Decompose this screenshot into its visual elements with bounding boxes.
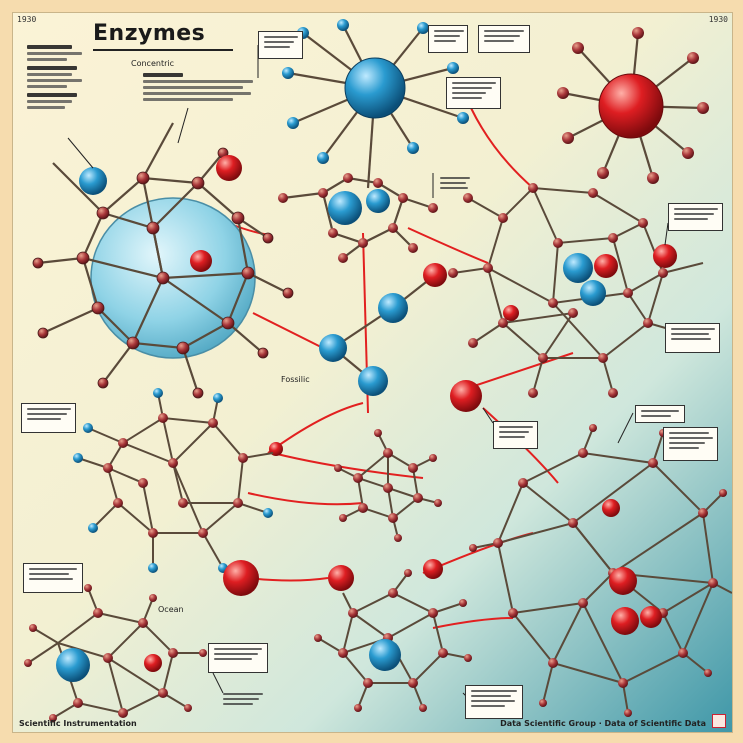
red-atom	[609, 567, 637, 595]
text-block-description	[143, 73, 253, 104]
red-atom	[190, 250, 212, 272]
red-atom	[216, 155, 242, 181]
callout-box	[258, 31, 303, 59]
blue-atom	[328, 191, 362, 225]
red-atom	[144, 654, 162, 672]
callout-text	[435, 173, 475, 199]
cluster-top-center	[278, 19, 469, 263]
callout-box	[663, 427, 718, 461]
central-chain	[269, 263, 482, 456]
text-block-intro	[27, 45, 82, 112]
blue-atom	[378, 293, 408, 323]
red-atom	[611, 607, 639, 635]
corner-label-left: 1930	[17, 15, 37, 24]
label-ocean: Ocean	[158, 605, 184, 614]
blue-hub-atom	[344, 57, 406, 119]
blue-atom	[319, 334, 347, 362]
label-fossilic: Fossilic	[281, 375, 310, 384]
blue-atom	[563, 253, 593, 283]
red-atom	[640, 606, 662, 628]
blue-atom	[366, 189, 390, 213]
link-line	[432, 617, 514, 629]
red-atom	[602, 499, 620, 517]
cluster-right-middle	[448, 183, 704, 398]
blue-atom	[56, 648, 90, 682]
red-atom	[423, 263, 447, 287]
stamp-icon	[712, 714, 726, 728]
cluster-bottom-left	[24, 584, 207, 722]
red-atom	[328, 565, 354, 591]
footer-right: Data Scientific Group · Data of Scientif…	[500, 719, 706, 728]
link-line	[470, 107, 534, 189]
cluster-left-middle	[73, 388, 274, 573]
callout-box	[478, 25, 530, 53]
cluster-bottom-right	[469, 424, 732, 717]
callout-box	[428, 25, 468, 53]
callout-box	[493, 421, 538, 449]
cluster-bottom-middle	[223, 559, 472, 712]
cluster-top-right	[557, 27, 709, 184]
callout-box	[668, 203, 723, 231]
link-line	[407, 227, 489, 264]
link-line	[247, 492, 364, 506]
link-line	[267, 402, 364, 454]
blue-atom	[79, 167, 107, 195]
link-line	[252, 312, 324, 349]
enzymes-poster: Enzymes 1930 1930 Concentric	[12, 12, 733, 733]
red-hub-atom	[598, 73, 664, 139]
blue-atom	[369, 639, 401, 671]
link-line	[482, 407, 559, 484]
red-atom	[653, 244, 677, 268]
red-atom	[503, 305, 519, 321]
callout-box	[446, 77, 501, 109]
corner-label-right: 1930	[708, 15, 728, 24]
callout-box	[21, 403, 76, 433]
link-lines	[227, 107, 574, 629]
page-title: Enzymes	[93, 21, 206, 46]
blue-atom	[358, 366, 388, 396]
footer-left: Scientific Instrumentation	[19, 719, 137, 728]
callout-box	[208, 643, 268, 673]
callout-box	[635, 405, 685, 423]
red-atom	[223, 560, 259, 596]
red-atom	[423, 559, 443, 579]
link-line	[247, 577, 329, 582]
title-underline	[93, 49, 233, 51]
link-line	[272, 452, 424, 479]
red-atom	[594, 254, 618, 278]
red-atom	[450, 380, 482, 412]
callout-box	[665, 323, 720, 353]
cluster-top-left	[32, 122, 294, 399]
label-concentric: Concentric	[131, 59, 174, 68]
callout-box	[465, 685, 523, 719]
cluster-center-star	[334, 429, 442, 542]
molecular-diagram	[24, 19, 732, 722]
blue-atom	[580, 280, 606, 306]
callout-box	[23, 563, 83, 593]
callout-text	[218, 689, 268, 719]
